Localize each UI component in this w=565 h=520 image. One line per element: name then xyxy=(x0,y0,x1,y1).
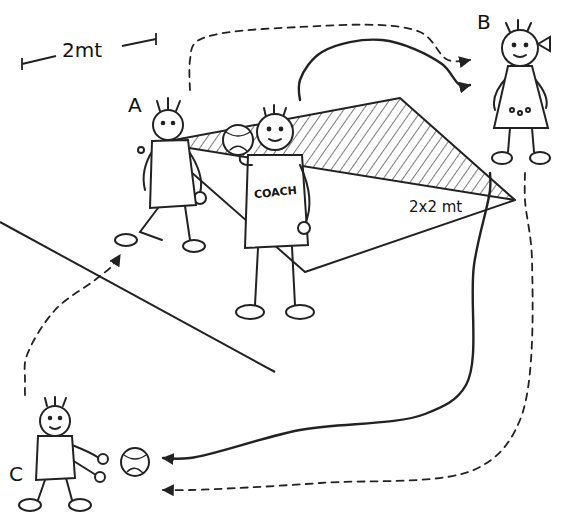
player-a-figure-part xyxy=(183,240,205,252)
player-b-figure-part xyxy=(508,128,534,152)
player-b-figure-part xyxy=(526,108,530,112)
player-a-figure-part xyxy=(138,147,144,153)
player-c-figure-part xyxy=(36,436,75,480)
player-a-figure-part xyxy=(153,110,183,140)
coach-figure-part xyxy=(223,125,253,155)
player-b-figure-part xyxy=(518,111,522,115)
ball-part xyxy=(124,455,146,473)
boundary-line-part xyxy=(0,222,275,372)
player-c-figure-part xyxy=(19,499,41,511)
player-b-figure-part xyxy=(510,108,514,112)
coach-figure-part xyxy=(255,247,295,305)
coach-figure-part xyxy=(286,305,314,319)
player-c-figure-part xyxy=(69,499,91,511)
coach-figure-part xyxy=(240,156,252,165)
player-b: B xyxy=(470,8,560,173)
player-b-figure-part xyxy=(538,37,550,51)
run-path xyxy=(189,25,470,90)
player-c-figure-part xyxy=(50,427,60,429)
coach-figure-part xyxy=(298,222,310,234)
player-c-figure-part xyxy=(95,472,105,482)
player-c: C xyxy=(3,395,163,515)
coach-figure-part xyxy=(268,128,271,131)
player-b-figure-part xyxy=(525,44,528,47)
run-path xyxy=(163,173,533,490)
player-b-figure-part xyxy=(530,152,550,164)
player-a-figure-part xyxy=(115,234,137,246)
court-square xyxy=(158,98,515,272)
player-c-figure-part xyxy=(72,445,99,475)
ball-part xyxy=(121,448,149,476)
player-a-figure-part xyxy=(140,206,190,240)
player-c-figure-part xyxy=(59,417,62,420)
player-a-figure-part xyxy=(162,122,165,125)
player-a: A xyxy=(120,90,215,255)
court-square: 2x2 mt xyxy=(150,92,522,282)
dimension-label: 2mt xyxy=(62,38,102,62)
player-b-figure-part xyxy=(494,66,548,128)
coach-label: COACH xyxy=(252,184,298,202)
coach: COACH xyxy=(200,100,315,325)
court-square-part xyxy=(158,143,515,200)
player-c-figure-part xyxy=(45,397,66,406)
coach-figure-part xyxy=(257,114,293,150)
court-square-label: 2x2 mt xyxy=(408,198,463,216)
player-c-figure-part xyxy=(38,478,72,500)
player-a-label: A xyxy=(127,93,143,117)
player-b-figure-part xyxy=(513,44,516,47)
court-square-part xyxy=(158,98,515,200)
ball-path xyxy=(299,40,470,100)
coach-figure xyxy=(223,105,314,319)
ball xyxy=(121,448,149,476)
court-square-part xyxy=(158,98,515,272)
boundary-line xyxy=(0,222,275,372)
player-b-label: B xyxy=(476,10,492,34)
player-b-figure-part xyxy=(502,30,538,66)
dimension-line-part xyxy=(22,33,156,70)
player-b-figure-part xyxy=(514,55,526,57)
coach-figure-part xyxy=(245,155,308,248)
player-c-figure-part xyxy=(49,417,52,420)
player-c-figure-part xyxy=(40,406,70,436)
ball-path xyxy=(163,173,490,459)
dimension-line xyxy=(22,33,156,70)
coach-figure-part xyxy=(236,305,264,319)
coach-figure-part xyxy=(300,165,309,224)
coach-figure-part xyxy=(269,139,281,141)
player-a-figure-part xyxy=(172,122,175,125)
player-b-figure-part xyxy=(492,152,512,164)
player-c-figure-part xyxy=(98,454,108,464)
player-a-figure xyxy=(115,98,206,252)
run-path xyxy=(25,255,120,395)
player-a-figure-part xyxy=(150,140,196,208)
player-c-label: C xyxy=(8,462,24,486)
coach-figure-part xyxy=(280,128,283,131)
player-b-figure xyxy=(492,20,550,164)
player-c-figure xyxy=(19,397,108,511)
coach-figure-part xyxy=(226,132,250,151)
